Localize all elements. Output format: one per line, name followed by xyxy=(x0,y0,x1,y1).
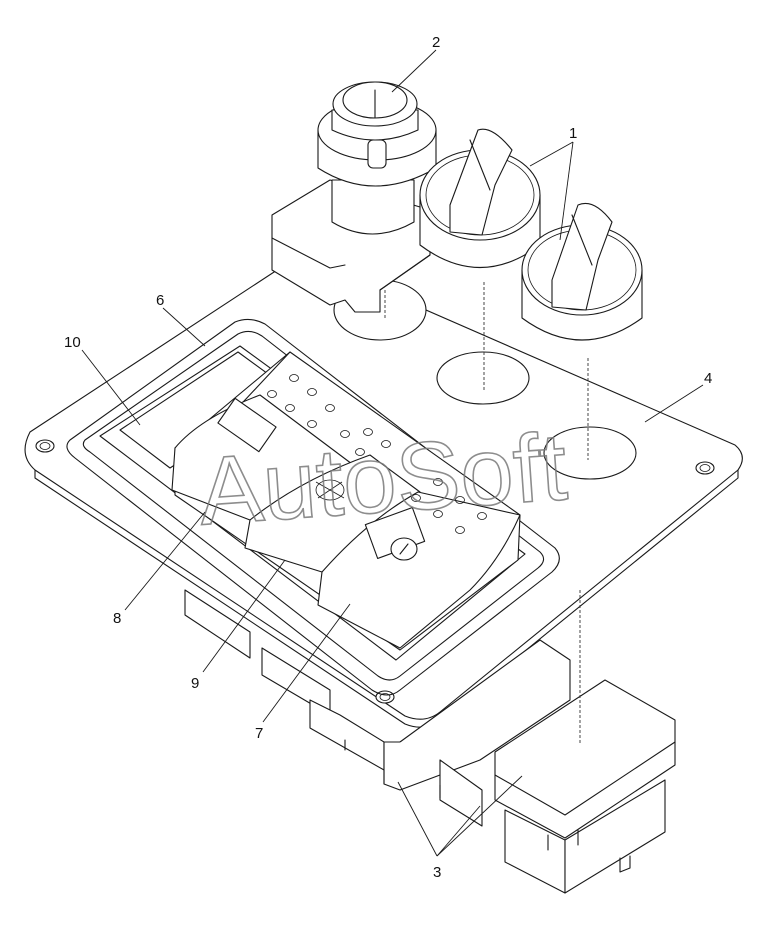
callout-6: 6 xyxy=(156,292,164,309)
toggle-switch-left xyxy=(419,128,541,390)
watermark: AutoSoft xyxy=(195,413,570,545)
callout-3: 3 xyxy=(433,864,441,881)
callout-4: 4 xyxy=(704,370,712,387)
callout-9: 9 xyxy=(191,675,199,692)
toggle-switch-right xyxy=(521,202,643,460)
rocker-switch-block xyxy=(171,351,521,651)
large-connector xyxy=(494,590,676,894)
connector-blocks xyxy=(184,589,571,827)
callout-7: 7 xyxy=(255,725,263,742)
callout-10: 10 xyxy=(64,334,81,351)
key-lock-switch xyxy=(271,81,437,318)
callout-labels: 2 1 6 10 4 8 9 7 3 xyxy=(64,34,712,881)
callout-1: 1 xyxy=(569,125,577,142)
mounting-hole xyxy=(35,439,55,453)
callout-8: 8 xyxy=(113,610,121,627)
callout-2: 2 xyxy=(432,34,440,51)
mounting-hole xyxy=(695,461,715,475)
plate-hole xyxy=(436,351,530,405)
callout-leaders xyxy=(81,49,704,857)
plate-hole xyxy=(543,426,637,480)
